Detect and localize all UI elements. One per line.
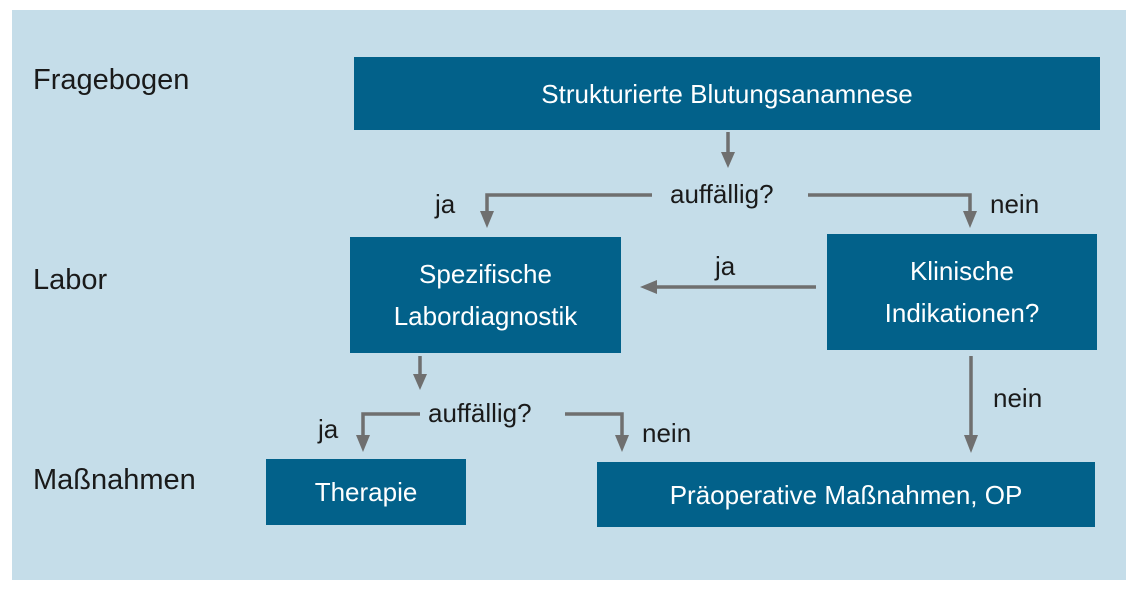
arrowhead-decision2-yes bbox=[356, 435, 370, 452]
node-clinical-line1: Klinische bbox=[909, 256, 1015, 286]
edge-label-no-clinical: nein bbox=[993, 383, 1043, 413]
arrowhead-clinical-yes bbox=[640, 280, 657, 294]
arrowhead-decision1-no bbox=[963, 211, 977, 228]
node-clinical-line2: Indikationen? bbox=[884, 298, 1040, 328]
node-therapy-label: Therapie bbox=[314, 477, 418, 507]
row-label-lab: Labor bbox=[33, 264, 108, 296]
row-label-questionnaire: Fragebogen bbox=[33, 64, 190, 96]
arrowhead-lab-to-decision2 bbox=[413, 374, 427, 390]
decision-abnormal-1: auffällig? bbox=[670, 179, 774, 209]
node-preoperative-label: Präoperative Maßnahmen, OP bbox=[669, 479, 1023, 510]
arrowhead-clinical-no bbox=[964, 435, 978, 453]
node-preoperative-measures: Präoperative Maßnahmen, OP bbox=[597, 462, 1095, 527]
edge-label-yes-1: ja bbox=[435, 189, 456, 219]
node-therapy: Therapie bbox=[266, 459, 466, 525]
arrowhead-decision1-yes bbox=[480, 211, 494, 228]
edge-label-no-2: nein bbox=[642, 418, 692, 448]
arrow-decision2-no bbox=[565, 412, 624, 436]
edge-label-yes-clinical: ja bbox=[715, 251, 736, 281]
edge-label-no-1: nein bbox=[990, 189, 1040, 219]
node-bleeding-anamnesis: Strukturierte Blutungsanamnese bbox=[354, 57, 1100, 130]
edge-label-yes-2: ja bbox=[318, 414, 339, 444]
arrow-decision2-yes bbox=[361, 412, 420, 436]
arrowhead-decision2-no bbox=[615, 435, 629, 452]
node-specific-lab-diagnostics: Spezifische Labordiagnostik bbox=[350, 237, 621, 353]
arrow-decision1-yes bbox=[485, 193, 652, 212]
node-clinical-indications: Klinische Indikationen? bbox=[827, 234, 1097, 350]
arrowhead-anamnesis-to-decision bbox=[721, 152, 735, 168]
node-specific-lab-line2: Labordiagnostik bbox=[393, 301, 578, 331]
node-specific-lab-line1: Spezifische bbox=[419, 259, 552, 289]
decision-abnormal-2: auffällig? bbox=[428, 398, 532, 428]
arrow-decision1-no bbox=[808, 193, 972, 212]
row-label-measures: Maßnahmen bbox=[33, 464, 196, 496]
node-bleeding-anamnesis-label: Strukturierte Blutungsanamnese bbox=[541, 78, 913, 109]
